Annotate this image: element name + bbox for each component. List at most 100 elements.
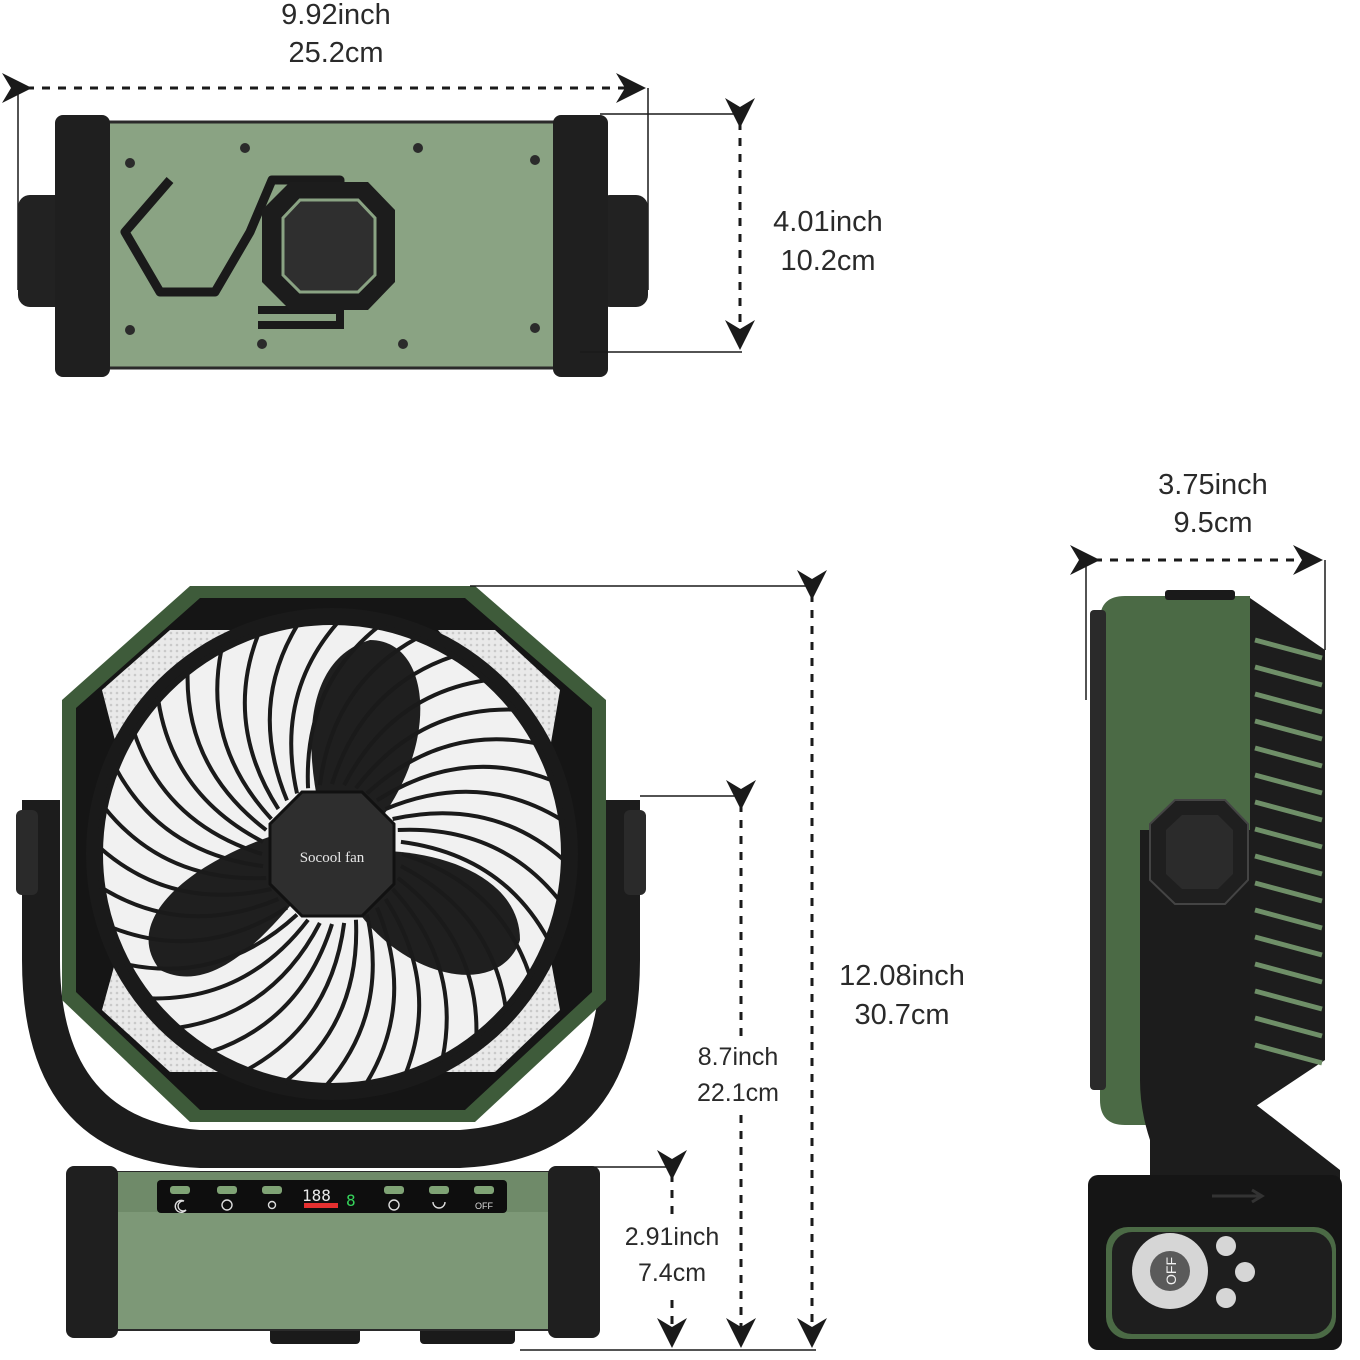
cooling-fin [1254, 961, 1323, 985]
side-dial-off-label: OFF [1163, 1257, 1179, 1285]
top-view: 9.92inch 25.2cm 4.01inch 10.2cm [2, 0, 883, 377]
top-depth-cm: 10.2cm [780, 245, 875, 277]
total-height-inch: 12.08inch [839, 960, 965, 992]
grill-spoke [397, 827, 561, 902]
cooling-fin [1254, 772, 1323, 796]
top-octagon-inner [281, 198, 377, 294]
grill-spoke [365, 737, 537, 795]
side-depth-cm: 9.5cm [1174, 507, 1253, 539]
top-screws [125, 143, 540, 349]
side-button-3[interactable] [1216, 1288, 1236, 1308]
side-pivot-knob-inner [1166, 815, 1233, 889]
top-molded-pattern [120, 175, 345, 297]
grill-spoke [111, 905, 289, 944]
top-right-handle [598, 195, 648, 307]
fan-grill-spokes [98, 620, 566, 1088]
grill-spoke [215, 649, 273, 821]
cooling-fin [1254, 826, 1323, 850]
cooling-fin [1254, 853, 1323, 877]
grill-spoke [284, 919, 359, 1083]
grill-spoke [324, 914, 375, 1088]
grill-spoke [330, 654, 454, 785]
lcd-red-indicator [304, 1203, 338, 1208]
timer-button[interactable] [217, 1186, 237, 1194]
grill-spoke [127, 913, 299, 971]
grill-spoke [400, 839, 550, 941]
off-button[interactable] [474, 1186, 494, 1194]
cooling-fin [1254, 799, 1323, 823]
side-button-1[interactable] [1216, 1236, 1236, 1256]
power-off-icon: OFF [475, 1201, 493, 1211]
grill-spoke [364, 906, 397, 1085]
top-left-endcap [55, 115, 110, 377]
grill-spoke [185, 672, 268, 832]
grill-spoke [101, 886, 280, 919]
top-width-cm: 25.2cm [288, 37, 383, 69]
front-left-knob [16, 810, 38, 895]
cooling-fin [1254, 637, 1323, 661]
cooling-fin [1254, 988, 1323, 1012]
top-right-endcap [553, 115, 608, 377]
cooling-fin [1254, 934, 1323, 958]
grill-spoke [401, 852, 532, 976]
front-right-knob [624, 810, 646, 895]
grill-spoke [391, 887, 449, 1059]
front-view: Socool fan OFF 188 8 [16, 570, 965, 1351]
side-arrow-icon [1212, 1188, 1265, 1204]
grill-spoke [384, 789, 563, 822]
grill-spoke [156, 699, 264, 844]
oscillate-button[interactable] [429, 1186, 449, 1194]
cooling-fin [1254, 1015, 1323, 1039]
top-width-inch: 9.92inch [281, 0, 391, 31]
stand-height-cm: 22.1cm [697, 1079, 779, 1107]
light-icon [267, 1200, 277, 1210]
side-cooling-fins [1254, 637, 1323, 1066]
side-front-grill-edge [1090, 610, 1106, 1090]
stand-height-inch: 8.7inch [698, 1043, 779, 1071]
lcd-speed-digit: 8 [346, 1191, 356, 1210]
cooling-fin [1254, 745, 1323, 769]
grill-spoke [342, 678, 487, 786]
grill-spoke [317, 636, 419, 786]
control-panel [157, 1180, 507, 1213]
moon-icon [174, 1199, 187, 1214]
base-right-endcap [548, 1166, 600, 1338]
cooling-fin [1254, 1042, 1323, 1066]
grill-spoke [400, 864, 508, 1009]
fan-grill-outer-ring [97, 619, 567, 1089]
grill-spoke [383, 897, 422, 1075]
cooling-fin [1254, 880, 1323, 904]
side-stand-arm [1140, 830, 1340, 1200]
cooling-fin [1254, 691, 1323, 715]
grill-spoke [98, 846, 272, 897]
grill-spoke [210, 923, 334, 1054]
cooling-fin [1254, 907, 1323, 931]
brand-label: Socool fan [300, 850, 365, 866]
speed-button[interactable] [384, 1186, 404, 1194]
sleep-button[interactable] [170, 1186, 190, 1194]
base-height-inch: 2.91inch [625, 1223, 720, 1251]
base-height-cm: 7.4cm [638, 1259, 706, 1287]
grill-spoke [132, 732, 263, 856]
side-dial-center[interactable] [1150, 1251, 1190, 1291]
side-depth-inch: 3.75inch [1158, 469, 1268, 501]
fan-icon [388, 1199, 400, 1211]
grill-spoke [242, 633, 281, 811]
grill-spoke [103, 806, 267, 881]
control-icons [174, 1199, 446, 1214]
grill-spoke [396, 876, 479, 1036]
lcd-display: 188 [302, 1186, 331, 1205]
light-button[interactable] [262, 1186, 282, 1194]
grill-spoke [354, 707, 514, 790]
grill-spoke [150, 918, 310, 1001]
side-button-2[interactable] [1235, 1262, 1255, 1282]
grill-spoke [289, 620, 340, 794]
oscillate-icon [432, 1201, 446, 1209]
cooling-fin [1254, 664, 1323, 688]
timer-icon [221, 1199, 233, 1211]
side-view: 3.75inch 9.5cm OFF [1070, 469, 1342, 1350]
grill-spoke [392, 811, 566, 862]
grill-spoke [177, 922, 322, 1030]
